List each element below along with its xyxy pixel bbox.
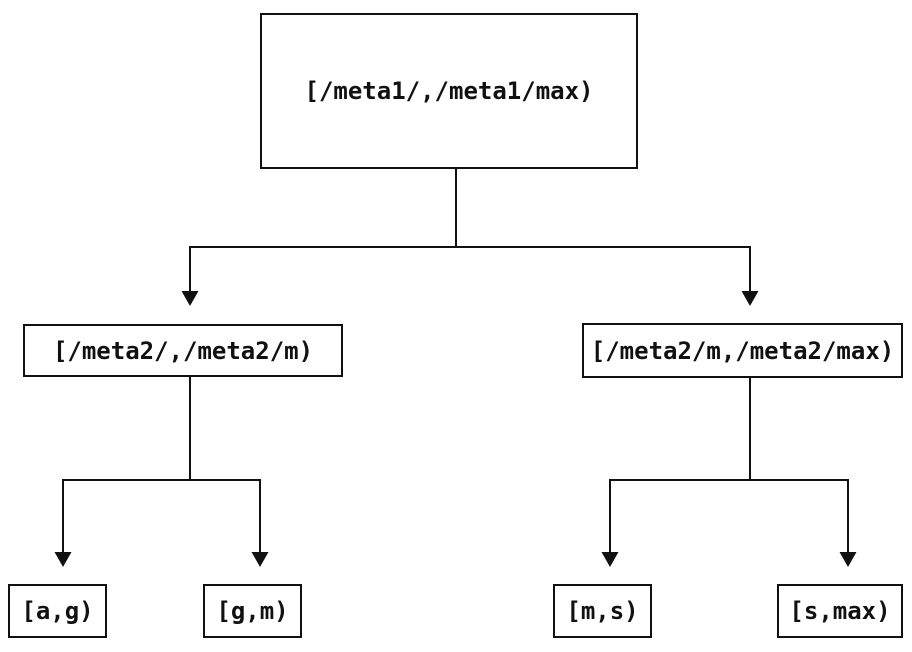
- node-leaf-s-max: [s,max): [777, 584, 903, 638]
- arrowhead-m-s-icon: [601, 552, 619, 567]
- node-leaf-a-g-label: [a,g): [21, 597, 94, 625]
- arrowhead-meta2-low-icon: [181, 291, 199, 306]
- arrowhead-s-max-icon: [839, 552, 857, 567]
- node-meta2-high-label: [/meta2/m,/meta2/max): [590, 336, 895, 365]
- arrowhead-a-g-icon: [54, 552, 72, 567]
- node-root-label: [/meta1/,/meta1/max): [304, 77, 594, 105]
- arrowhead-g-m-icon: [251, 552, 269, 567]
- node-leaf-g-m: [g,m): [203, 584, 302, 638]
- node-root: [/meta1/,/meta1/max): [260, 13, 638, 169]
- node-leaf-g-m-label: [g,m): [216, 597, 289, 625]
- arrowhead-meta2-high-icon: [741, 291, 759, 306]
- node-leaf-s-max-label: [s,max): [789, 597, 891, 625]
- node-leaf-m-s-label: [m,s): [566, 597, 639, 625]
- node-meta2-low-label: [/meta2/,/meta2/m): [52, 336, 314, 365]
- node-leaf-m-s: [m,s): [553, 584, 652, 638]
- node-meta2-low: [/meta2/,/meta2/m): [23, 324, 343, 377]
- node-meta2-high: [/meta2/m,/meta2/max): [582, 323, 903, 378]
- node-leaf-a-g: [a,g): [8, 584, 107, 638]
